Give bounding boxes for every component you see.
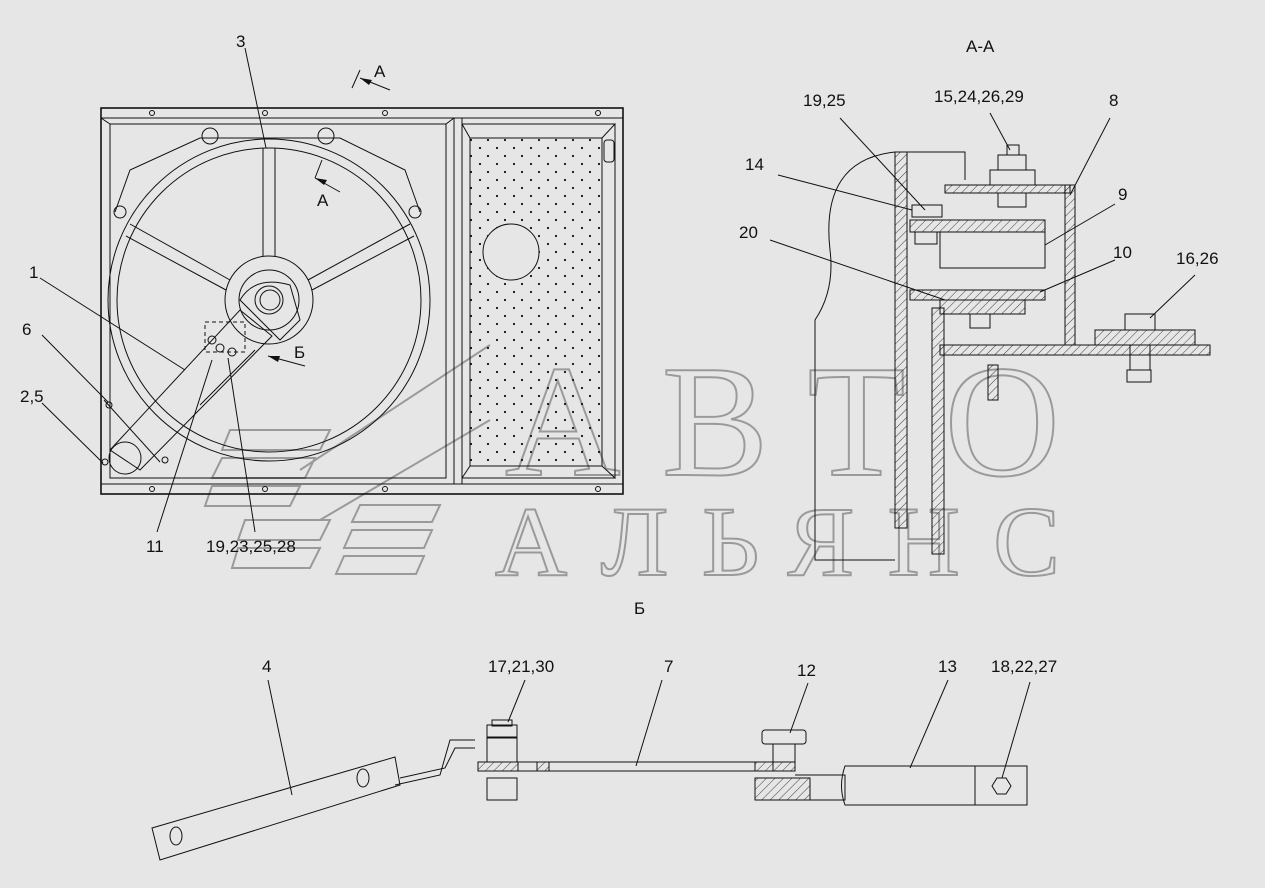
callout-19-25: 19,25 bbox=[803, 91, 846, 110]
callout-12: 12 bbox=[797, 661, 816, 680]
callout-2-5: 2,5 bbox=[20, 387, 44, 406]
section-b-view bbox=[151, 679, 1031, 861]
callout-19-23-25-28: 19,23,25,28 bbox=[206, 537, 296, 556]
callout-16-26: 16,26 bbox=[1176, 249, 1219, 268]
marker-a-wheel: А bbox=[317, 191, 329, 210]
callout-14: 14 bbox=[745, 155, 764, 174]
section-aa-view bbox=[769, 112, 1211, 561]
callout-9: 9 bbox=[1118, 185, 1127, 204]
wheel-rim bbox=[107, 138, 431, 462]
callout-20: 20 bbox=[739, 223, 758, 242]
marker-a-top: А bbox=[374, 62, 386, 81]
frame-outline bbox=[100, 107, 624, 495]
callout-1: 1 bbox=[29, 263, 38, 282]
callout-4: 4 bbox=[262, 657, 271, 676]
title-view-b: Б bbox=[634, 599, 645, 618]
callout-13: 13 bbox=[938, 657, 957, 676]
callout-3: 3 bbox=[236, 32, 245, 51]
title-section-aa: А-А bbox=[966, 37, 995, 56]
callout-7: 7 bbox=[664, 657, 673, 676]
plate-4 bbox=[151, 756, 401, 861]
callout-15-24-26-29: 15,24,26,29 bbox=[934, 87, 1024, 106]
callout-6: 6 bbox=[22, 320, 31, 339]
lever-arm bbox=[109, 309, 273, 471]
callout-11: 11 bbox=[146, 537, 164, 556]
callout-10: 10 bbox=[1113, 243, 1132, 262]
main-view bbox=[39, 47, 624, 533]
callout-8: 8 bbox=[1109, 91, 1118, 110]
callout-18-22-27: 18,22,27 bbox=[991, 657, 1057, 676]
callout-17-21-30: 17,21,30 bbox=[488, 657, 554, 676]
marker-b: Б bbox=[294, 343, 305, 362]
